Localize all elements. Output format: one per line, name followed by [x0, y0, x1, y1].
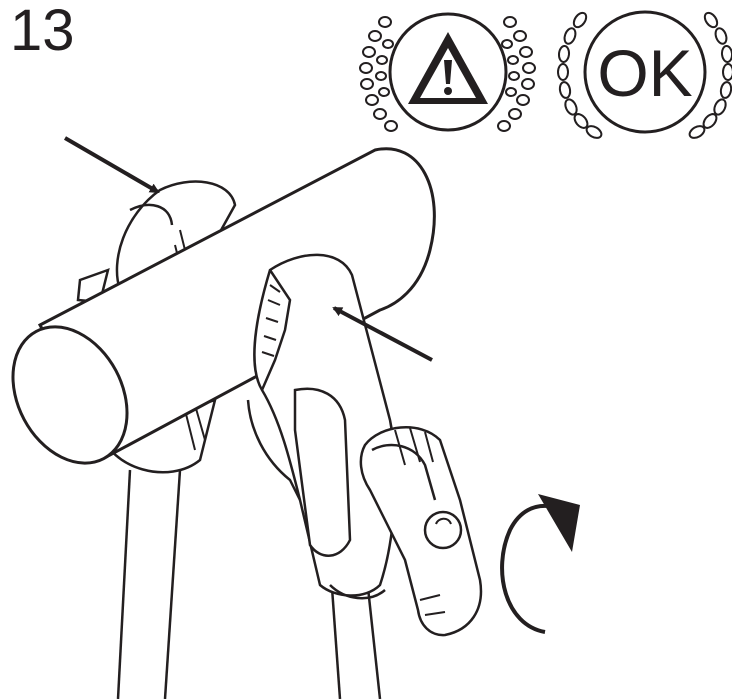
quick-release-lever: [359, 426, 483, 637]
ok-badge-icon: OK: [557, 10, 732, 139]
arrow-icon: [332, 306, 433, 362]
horizontal-tube: [11, 147, 436, 465]
arrow-icon: [63, 136, 160, 194]
right-clamp: [246, 253, 397, 600]
warning-badge-icon: [359, 12, 536, 132]
rotate-clockwise-icon: [500, 494, 580, 634]
step-number: 13: [10, 0, 75, 63]
ok-label: OK: [597, 36, 692, 110]
